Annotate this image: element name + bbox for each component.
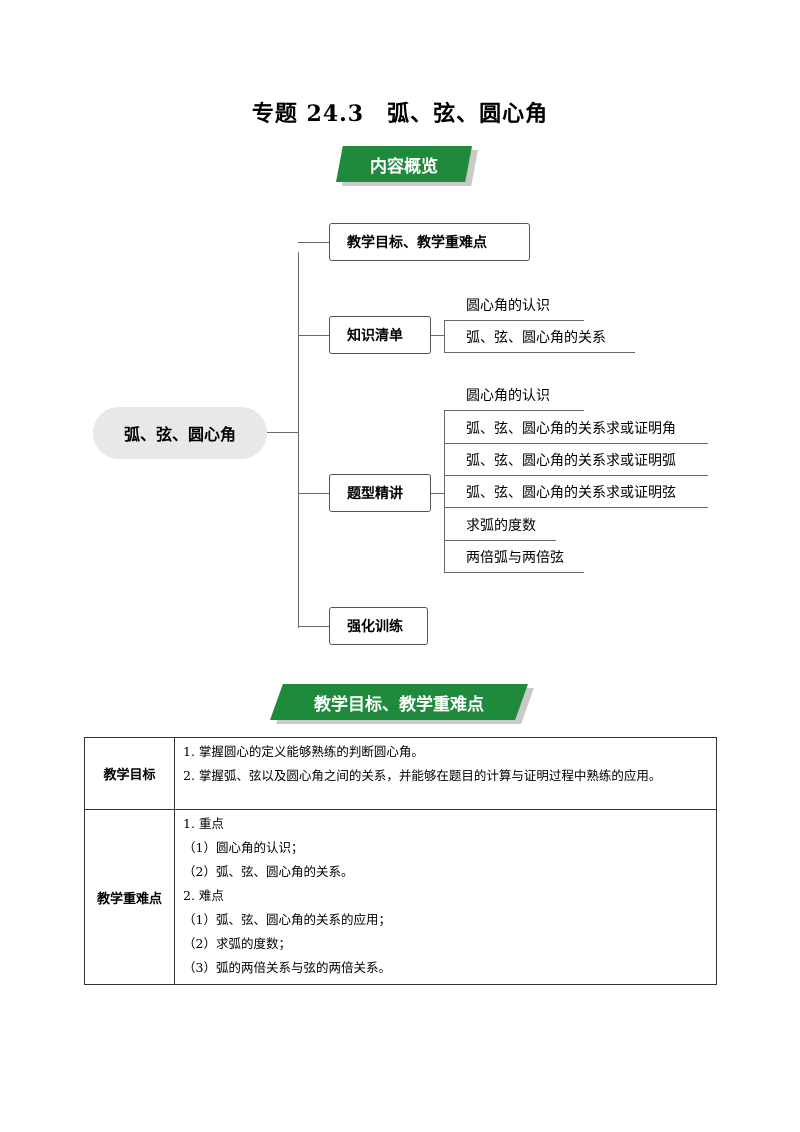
branch-types: 题型精讲 [329,474,431,512]
connector-b1 [298,242,329,244]
types-leaf-3: 弧、弦、圆心角的关系求或证明弧 [444,448,708,476]
page-title: 专题 24.3 弧、弦、圆心角 [251,101,549,127]
key-line-5: （1）弧、弦、圆心角的关系的应用； [183,912,391,927]
goal-content: 1. 掌握圆心的定义能够熟练的判断圆心角。 2. 掌握弧、弦以及圆心角之间的关系… [174,737,717,810]
key-content: 1. 重点 （1）圆心角的认识； （2）弧、弦、圆心角的关系。 2. 难点 （1… [174,809,717,985]
knowledge-leaf-1: 圆心角的认识 [444,293,584,321]
table-row: 教学重难点 1. 重点 （1）圆心角的认识； （2）弧、弦、圆心角的关系。 2.… [84,809,717,985]
goal-line-2: 2. 掌握弧、弦以及圆心角之间的关系，并能够在题目的计算与证明过程中熟练的应用。 [183,768,662,783]
key-line-1: 1. 重点 [183,816,224,831]
connector-trunk [298,252,300,628]
connector-b2 [298,335,329,337]
table-row: 教学目标 1. 掌握圆心的定义能够熟练的判断圆心角。 2. 掌握弧、弦以及圆心角… [84,737,717,810]
connector-b4 [298,626,329,628]
key-head: 教学重难点 [84,809,175,985]
root-node: 弧、弦、圆心角 [93,407,267,459]
connector-knowledge [431,335,445,337]
key-line-3: （2）弧、弦、圆心角的关系。 [183,864,354,879]
goal-head: 教学目标 [84,737,175,810]
connector-root [267,432,299,434]
goals-banner: 教学目标、教学重难点 [270,684,534,724]
types-leaf-4: 弧、弦、圆心角的关系求或证明弦 [444,480,708,508]
goals-banner-label: 教学目标、教学重难点 [314,694,484,715]
connector-knowledge-vert [444,320,446,352]
branch-training: 强化训练 [329,607,428,645]
types-leaf-6: 两倍弧与两倍弦 [444,545,584,573]
connector-types-vert [444,410,446,573]
overview-banner: 内容概览 [336,146,478,186]
key-line-2: （1）圆心角的认识； [183,840,304,855]
overview-banner-label: 内容概览 [370,156,438,177]
connector-b3 [298,493,329,495]
key-line-7: （3）弧的两倍关系与弦的两倍关系。 [183,960,391,975]
key-line-4: 2. 难点 [183,888,224,903]
knowledge-leaf-2: 弧、弦、圆心角的关系 [444,325,635,353]
goal-line-1: 1. 掌握圆心的定义能够熟练的判断圆心角。 [183,744,424,759]
types-leaf-2: 弧、弦、圆心角的关系求或证明角 [444,416,708,444]
branch-goals: 教学目标、教学重难点 [329,223,530,261]
types-leaf-1: 圆心角的认识 [444,383,584,411]
banner-shape [270,684,528,720]
branch-knowledge: 知识清单 [329,316,431,354]
key-line-6: （2）求弧的度数； [183,936,291,951]
connector-types [431,493,445,495]
types-leaf-5: 求弧的度数 [444,513,556,541]
goals-table: 教学目标 1. 掌握圆心的定义能够熟练的判断圆心角。 2. 掌握弧、弦以及圆心角… [84,737,717,985]
banner-shape [336,146,472,182]
